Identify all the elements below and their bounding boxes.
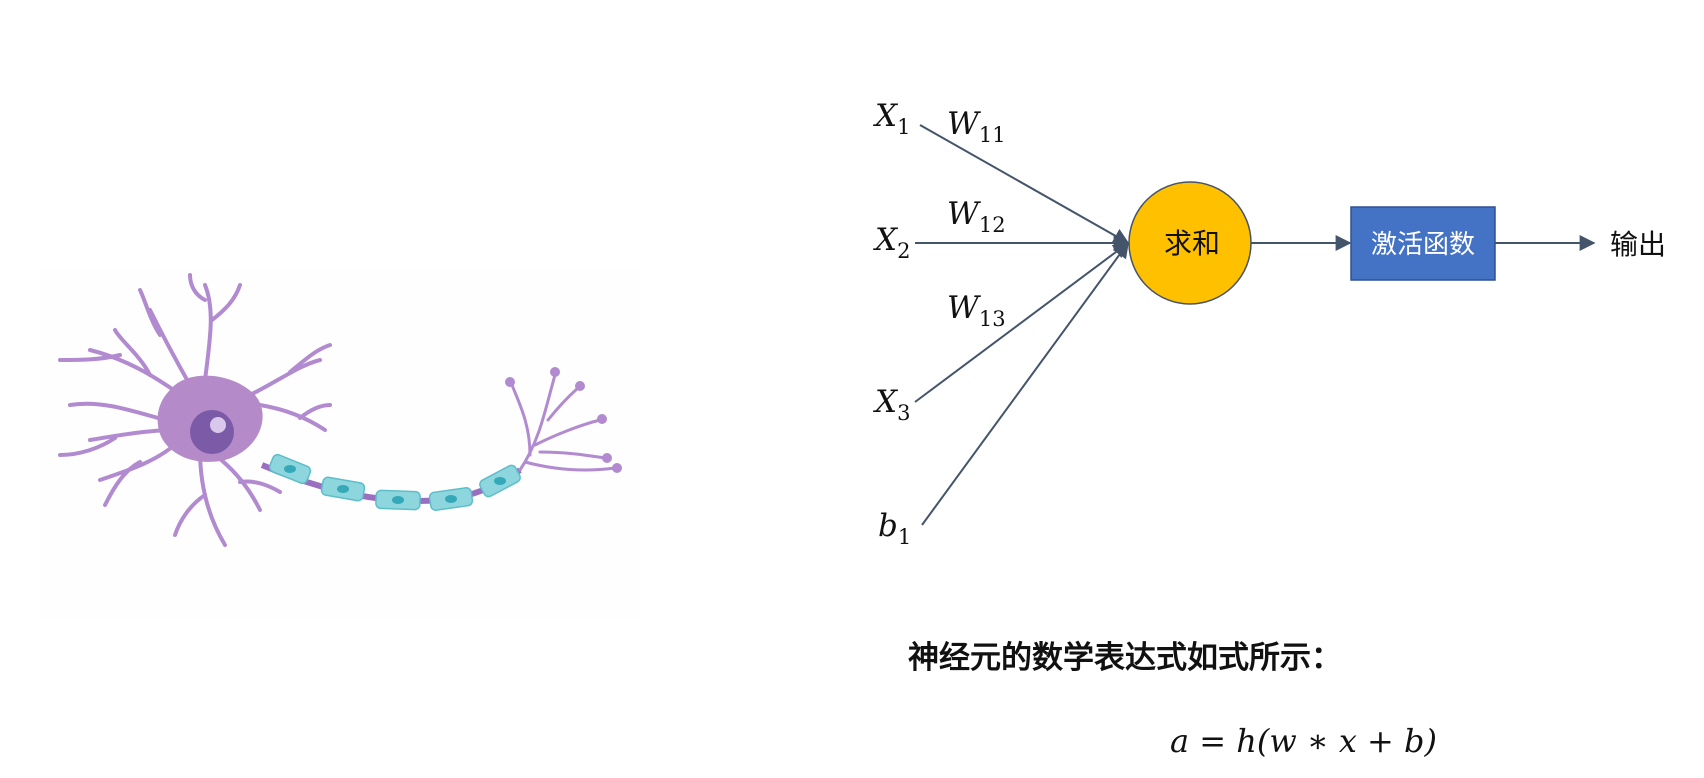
dendrites — [58, 273, 332, 547]
nucleus — [190, 410, 234, 454]
weight-label-w13: W13 — [947, 290, 1006, 331]
weight-label-w12: W12 — [947, 196, 1006, 237]
sum-node-label: 求和 — [1164, 227, 1220, 260]
edge-x3 — [914, 242, 1130, 403]
input-label-b1: b1 — [878, 508, 911, 549]
sum-node: 求和 — [1128, 181, 1252, 305]
neuron-illustration — [40, 270, 640, 620]
activation-box-label: 激活函数 — [1371, 230, 1475, 260]
input-label-x1: X1 — [873, 98, 910, 139]
input-label-x3: X3 — [873, 384, 910, 425]
activation-box: 激活函数 — [1350, 206, 1496, 281]
formula: a = h(w ∗ x + b) — [1170, 722, 1437, 760]
input-label-x2: X2 — [873, 222, 910, 263]
output-label: 输出 — [1610, 228, 1666, 261]
caption: 神经元的数学表达式如式所示： — [908, 640, 1342, 676]
terminal-buttons — [505, 367, 622, 473]
weight-label-w11: W11 — [947, 106, 1006, 147]
edge-x1 — [919, 124, 1130, 244]
edge-b1 — [921, 241, 1129, 526]
input-edges — [914, 124, 1130, 526]
axon-terminals — [510, 373, 617, 472]
